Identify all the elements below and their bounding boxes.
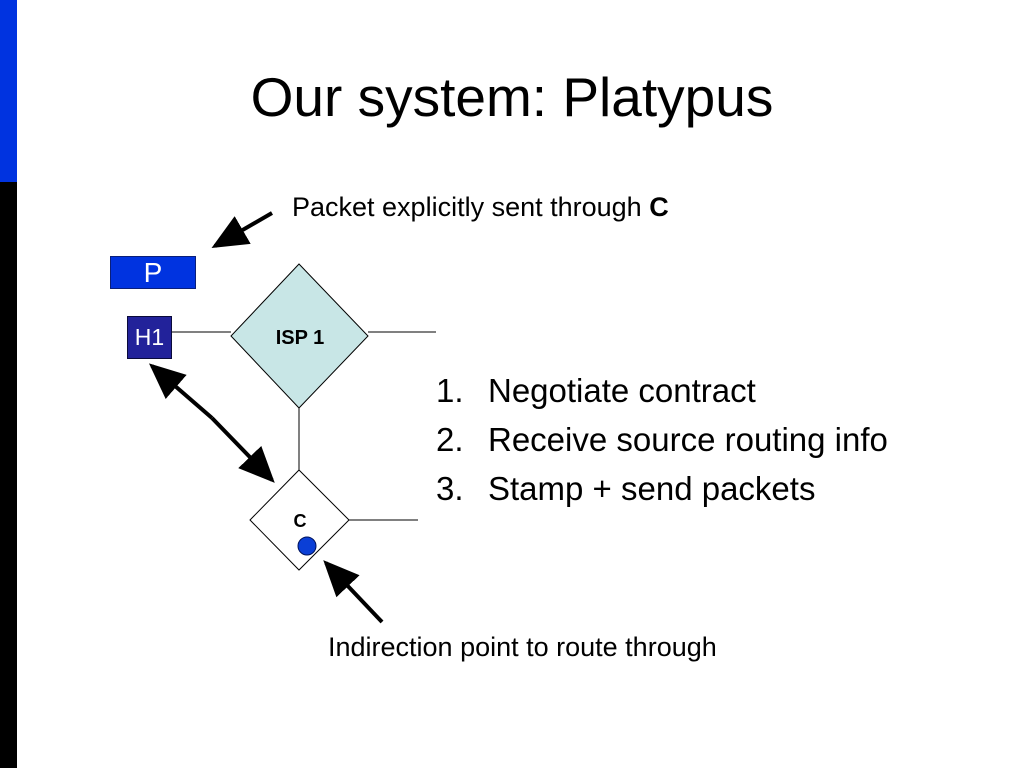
packet-callout-text: Packet explicitly sent through xyxy=(292,192,650,222)
step-item: 2. Receive source routing info xyxy=(436,415,888,464)
packet-box: P xyxy=(110,256,196,289)
arrow-h1-c-to-h1 xyxy=(148,363,214,420)
host-h1-box: H1 xyxy=(127,316,172,359)
indirection-node-label: C xyxy=(293,511,307,531)
side-accent-bar-black xyxy=(0,182,17,768)
arrow-h1-c-to-c xyxy=(210,416,275,483)
step-item: 3. Stamp + send packets xyxy=(436,464,888,513)
step-number: 1. xyxy=(436,372,464,409)
isp-node xyxy=(230,263,369,409)
step-item: 1. Negotiate contract xyxy=(436,366,888,415)
indirection-callout: Indirection point to route through xyxy=(328,632,717,662)
step-text: Negotiate contract xyxy=(488,372,756,409)
packet-callout-emphasis: C xyxy=(649,192,669,222)
steps-list: 1. Negotiate contract 2. Receive source … xyxy=(436,366,888,513)
side-accent-bar-blue xyxy=(0,0,17,182)
step-number: 2. xyxy=(436,421,464,458)
indirection-node xyxy=(249,469,350,571)
indirection-point-dot xyxy=(297,536,317,556)
isp-node-label: ISP 1 xyxy=(275,327,325,349)
arrow-to-packet xyxy=(211,211,274,249)
step-number: 3. xyxy=(436,470,464,507)
step-text: Stamp + send packets xyxy=(488,470,816,507)
packet-callout: Packet explicitly sent through C xyxy=(292,190,669,224)
arrow-to-indirection xyxy=(323,560,384,624)
slide-title: Our system: Platypus xyxy=(250,66,774,128)
step-text: Receive source routing info xyxy=(488,421,888,458)
